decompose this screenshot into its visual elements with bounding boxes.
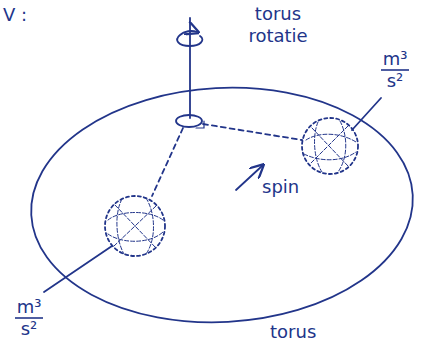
leader-line (352, 98, 381, 130)
hub (176, 115, 202, 127)
unit-label: m³ s² (380, 48, 410, 92)
rotation-axis (189, 18, 191, 118)
torus-ellipse: torus (30, 87, 414, 323)
annotation: torus rotatie (236, 3, 320, 47)
rotation-arrow (177, 31, 202, 46)
leader-line (44, 246, 112, 292)
sphere (302, 118, 358, 174)
torus-outline (30, 87, 414, 323)
sphere (105, 196, 165, 256)
radius-line (203, 124, 302, 140)
annotation: V : (3, 4, 27, 26)
annotation: spin (262, 176, 299, 198)
spin-arrow (236, 166, 262, 190)
node-label: torus (270, 321, 316, 343)
radius-line (152, 128, 183, 196)
unit-label: m³ s² (14, 296, 44, 340)
